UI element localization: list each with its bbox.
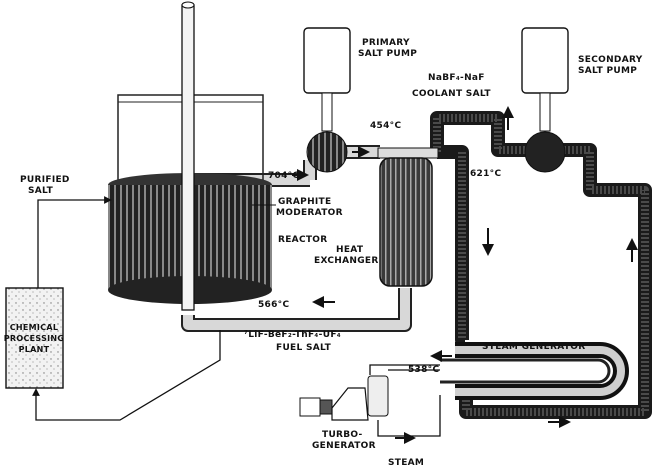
flow-arrows [292, 106, 638, 444]
return-line [32, 330, 221, 421]
steam-generator-shell [455, 342, 629, 400]
fuel-salt-pipe-inner [183, 147, 410, 330]
temp-454-label: 454°C [370, 121, 401, 131]
temp-538-label: 538°C [408, 365, 439, 375]
purified-salt-line [37, 196, 112, 288]
secondary-salt-pump [521, 27, 569, 173]
reactor-vessel [108, 1, 272, 311]
coolant-formula-label: NaBF₄-NaF [428, 73, 485, 83]
chemical-processing-plant [5, 287, 64, 389]
primary-salt-pump [303, 27, 351, 173]
fuel-formula-label: ⁷LiF-BeF₂-ThF₄-UF₄ [244, 330, 341, 340]
heat-exchanger [377, 147, 439, 287]
coolant-salt-label: COOLANT SALT [412, 89, 491, 99]
steam-generator-tube [440, 358, 611, 384]
coolant-loop-pipe-inner [433, 114, 649, 416]
temp-566-label: 566°C [258, 300, 289, 310]
reactor-label: REACTOR [278, 235, 327, 245]
steam-generator-label: STEAM GENERATOR [482, 342, 585, 352]
turbo-generator-label: TURBO-GENERATOR [312, 430, 376, 451]
temp-621-label: 621°C [470, 169, 501, 179]
turbo-generator [299, 364, 441, 437]
fuel-salt-label: FUEL SALT [276, 343, 332, 353]
steam-generator-inner [455, 346, 625, 396]
steam-label: STEAM [388, 458, 424, 468]
temp-704-label: 704°C [268, 171, 299, 181]
